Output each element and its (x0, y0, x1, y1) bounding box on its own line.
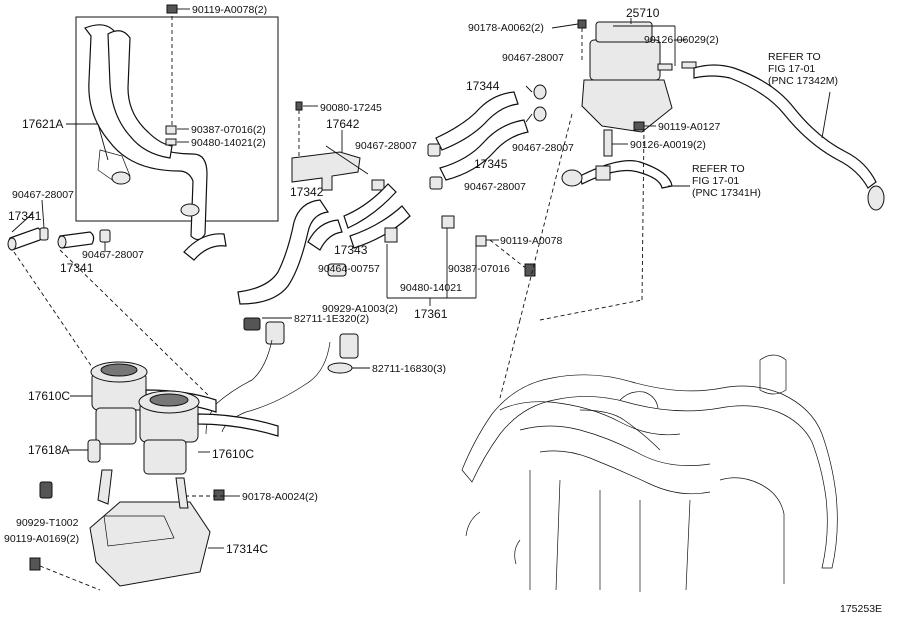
bolt-90119-A0078 (524, 263, 536, 277)
ref1-line2: FIG 17-01 (768, 63, 815, 75)
hose-17341-left (7, 227, 43, 251)
hose-17342 (183, 199, 330, 305)
label-90467-28007-f: 90467-28007 (464, 181, 526, 193)
label-25710: 25710 (626, 6, 660, 20)
stud-90126-06029-2 (657, 63, 673, 71)
label-82711-1E320-2: 82711-1E320(2) (294, 313, 369, 325)
label-90126-A0019-2: 90126-A0019(2) (630, 139, 706, 151)
air-switching-valve-25710 (577, 19, 673, 133)
nut-90387-07016-2 (165, 125, 177, 135)
bolt-90119-A0078-2 (166, 4, 178, 14)
clamp-90467-28007-e (533, 106, 547, 122)
label-90119-A0078-2: 90119-A0078(2) (192, 4, 267, 16)
bolt-90119-A0169-2 (29, 557, 41, 571)
label-90126-06029-2: 90126-06029(2) (644, 34, 719, 46)
clamp-90467-28007-b (99, 229, 111, 243)
ref1-line3: (PNC 17342M) (768, 75, 838, 87)
bolt-90929-T1002 (39, 481, 53, 499)
label-90929-A1003-2: 90929-A1003(2) (322, 303, 398, 315)
connector-82711-1E320 (243, 317, 285, 345)
ref2-line3: (PNC 17341H) (692, 187, 761, 199)
label-17610C-a: 17610C (28, 389, 70, 403)
label-17343: 17343 (334, 243, 368, 257)
label-90467-28007-e: 90467-28007 (512, 142, 574, 154)
pipe-17621A (84, 24, 208, 241)
clamp-90467-28007-f (429, 176, 443, 190)
washer-90480-14021 (441, 215, 455, 229)
figure-id: 175253E (840, 603, 882, 615)
pipe-17361-tube (327, 215, 487, 277)
reference-note-17342M: REFER TO FIG 17-01 (PNC 17342M) (768, 51, 838, 87)
washer-90480-14021-2 (165, 138, 177, 146)
label-90119-A0078: 90119-A0078 (500, 235, 562, 247)
air-pump-17610C-lower (138, 390, 279, 475)
label-17618A: 17618A (28, 443, 69, 457)
label-90464-00757: 90464-00757 (318, 263, 380, 275)
label-90467-28007-a: 90467-28007 (12, 189, 74, 201)
nut-90387-07016 (475, 235, 487, 247)
label-17344: 17344 (466, 79, 500, 93)
label-17345: 17345 (474, 157, 508, 171)
bracket-17314C (89, 469, 211, 587)
clamp-90467-28007-c (371, 179, 385, 191)
reference-note-17341H: REFER TO FIG 17-01 (PNC 17341H) (692, 163, 761, 199)
label-17341-a: 17341 (8, 209, 42, 223)
label-17621A: 17621A (22, 117, 63, 131)
label-17341-b: 17341 (60, 261, 94, 275)
label-90080-17245: 90080-17245 (320, 102, 382, 114)
label-17342: 17342 (290, 185, 324, 199)
pipe-17341H (561, 160, 673, 189)
label-90387-07016: 90387-07016 (448, 263, 510, 275)
engine-block (461, 354, 838, 592)
grommet-17618A (87, 439, 101, 463)
connector-82711-16830 (327, 333, 359, 374)
stud-90126-A0019-2 (603, 129, 613, 157)
ref2-line2: FIG 17-01 (692, 175, 739, 187)
label-90467-28007-b: 90467-28007 (82, 249, 144, 261)
label-82711-16830-3: 82711-16830(3) (372, 363, 446, 375)
inset-frame (75, 16, 279, 222)
clamp-90467-28007-c2 (427, 143, 441, 157)
label-90178-A0062-2: 90178-A0062(2) (468, 22, 544, 34)
label-90480-14021-2: 90480-14021(2) (191, 137, 266, 149)
label-90467-28007-d: 90467-28007 (502, 52, 564, 64)
hose-17345 (439, 119, 529, 181)
nut-90178-A0024-2 (213, 489, 225, 501)
bolt-90119-A0127 (633, 121, 645, 131)
ref1-line1: REFER TO (768, 51, 821, 63)
label-90467-28007-c: 90467-28007 (355, 140, 417, 152)
label-17361: 17361 (414, 307, 448, 321)
label-90178-A0024-2: 90178-A0024(2) (242, 491, 318, 503)
clamp-90467-28007-d (533, 84, 547, 100)
pipe-17342M (693, 64, 877, 189)
label-90387-07016-2: 90387-07016(2) (191, 124, 266, 136)
label-90119-A0127: 90119-A0127 (658, 121, 720, 133)
hose-17341-right (57, 231, 95, 249)
hose-17343 (307, 183, 411, 251)
ref2-line1: REFER TO (692, 163, 745, 175)
label-90119-A0169-2: 90119-A0169(2) (4, 533, 79, 545)
label-90480-14021: 90480-14021 (400, 282, 462, 294)
label-17642: 17642 (326, 117, 360, 131)
clamp-90467-28007-a (39, 227, 49, 241)
hose-17344 (435, 91, 519, 151)
gasket-90464-00757 (384, 227, 398, 243)
label-17610C-b: 17610C (212, 447, 254, 461)
label-17314C: 17314C (226, 542, 268, 556)
label-90929-T1002: 90929-T1002 (16, 517, 79, 529)
